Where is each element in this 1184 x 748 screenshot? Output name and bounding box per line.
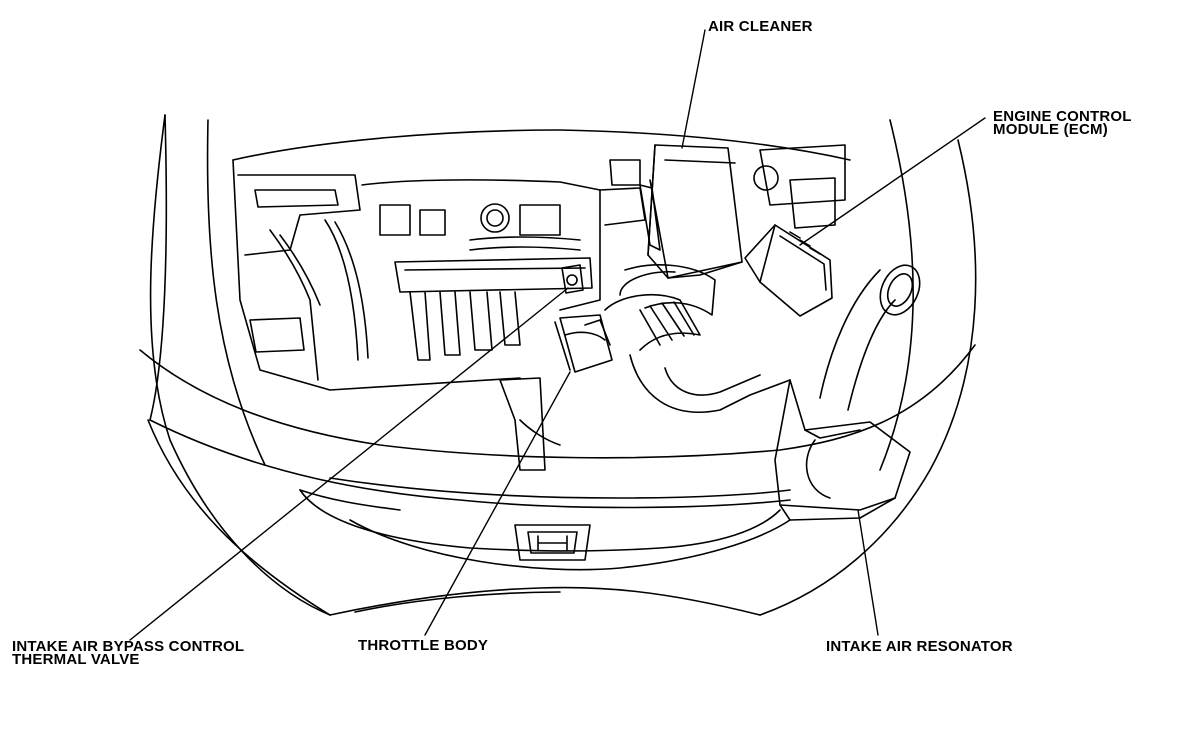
label-throttle-body-text: THROTTLE BODY (358, 637, 489, 654)
label-throttle-body: THROTTLE BODY (358, 637, 489, 654)
ecm-unit (744, 224, 833, 317)
car-body-outline (139, 114, 977, 616)
leader-resonator (857, 509, 879, 636)
intake-resonator (629, 264, 921, 521)
label-bypass-valve: INTAKE AIR BYPASS CONTROL THERMAL VALVE (12, 638, 245, 668)
label-resonator-text: INTAKE AIR RESONATOR (826, 638, 1013, 655)
leader-bypass-valve (129, 287, 569, 641)
label-ecm-line1: ENGINE CONTROL (993, 108, 1132, 125)
bypass-thermal-valve (561, 264, 584, 294)
label-ecm: ENGINE CONTROL MODULE (ECM) (993, 108, 1132, 138)
leader-throttle-body (424, 371, 571, 636)
label-bypass-line2: THERMAL VALVE (12, 651, 140, 668)
air-cleaner-box (639, 144, 743, 279)
leader-ecm (799, 117, 986, 246)
label-bypass-line1: INTAKE AIR BYPASS CONTROL (12, 638, 245, 655)
honda-emblem (514, 524, 591, 561)
label-ecm-line2: MODULE (ECM) (993, 121, 1108, 138)
engine-block (232, 129, 851, 471)
label-air-cleaner-text: AIR CLEANER (708, 18, 813, 35)
label-resonator: INTAKE AIR RESONATOR (826, 638, 1013, 655)
intake-hose (554, 264, 716, 373)
label-air-cleaner: AIR CLEANER (708, 18, 813, 35)
leader-lines (129, 29, 986, 641)
leader-air-cleaner (681, 29, 706, 149)
